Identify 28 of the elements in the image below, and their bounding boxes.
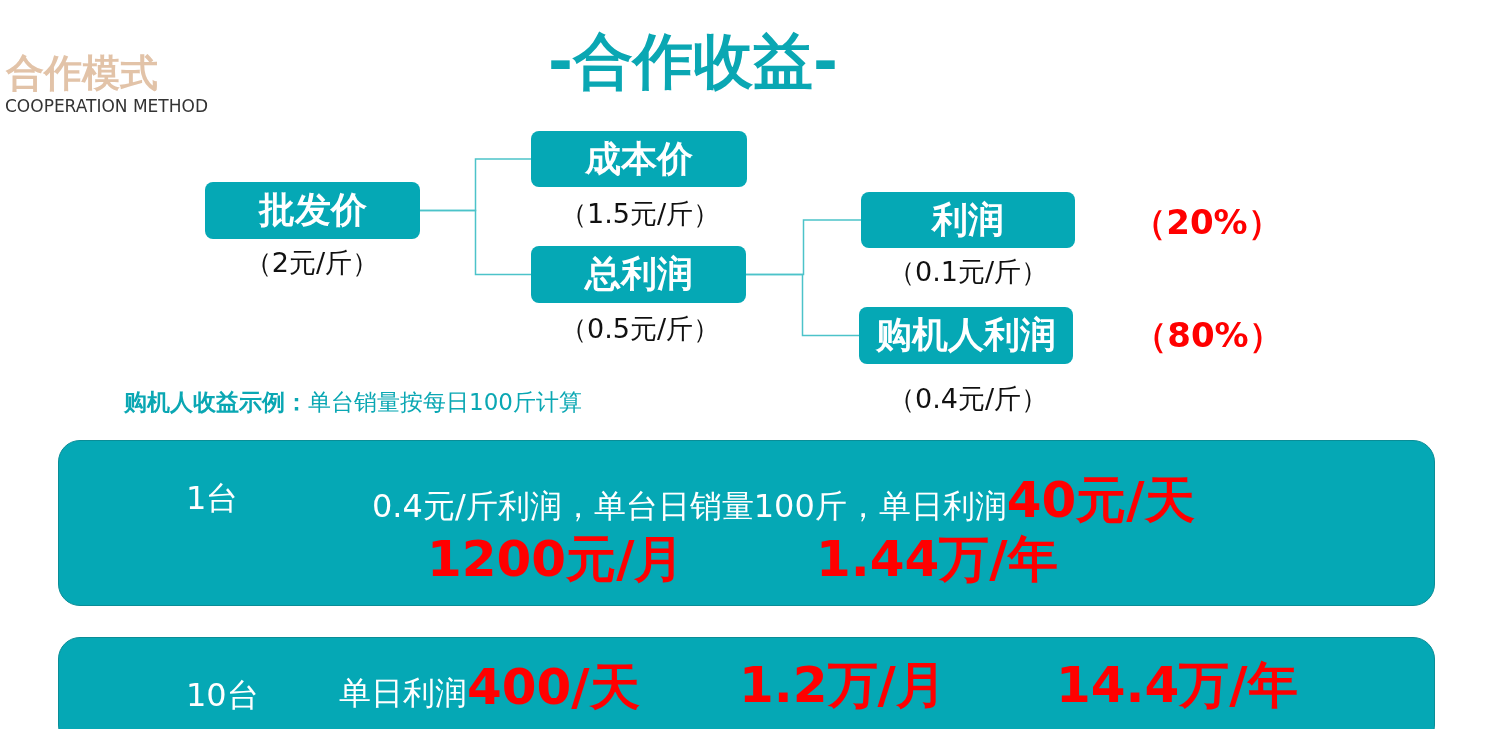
price-note: （1.5元/斤） xyxy=(560,197,720,231)
profit-figure: 1200元/月 xyxy=(427,529,685,590)
connector-line xyxy=(745,273,860,337)
price-note: （0.5元/斤） xyxy=(560,312,720,346)
band-text: 0.4元/斤利润，单台日销量100斤，单日利润40元/天 xyxy=(372,470,1195,531)
profit-figure: 14.4万/年 xyxy=(1056,655,1298,716)
label-box: 购机人利润 xyxy=(859,307,1073,364)
price-note: （0.1元/斤） xyxy=(888,255,1048,289)
profit-band xyxy=(58,440,1435,606)
profit-figure: 1.44万/年 xyxy=(816,529,1058,590)
label-box: 批发价 xyxy=(205,182,420,239)
band-text: 单日利润400/天 xyxy=(339,657,640,718)
heading: 合作模式 xyxy=(6,50,158,97)
price-note: （2元/斤） xyxy=(244,246,380,280)
percent-label: （80%） xyxy=(1133,314,1283,357)
band-text: 10台 xyxy=(186,675,259,716)
profit-band xyxy=(58,637,1435,729)
label-box: 总利润 xyxy=(531,246,746,303)
subheading: COOPERATION METHOD xyxy=(5,96,208,116)
band-text: 1台 xyxy=(186,478,239,519)
price-note: （0.4元/斤） xyxy=(888,382,1048,416)
label-box: 利润 xyxy=(861,192,1075,248)
title: -合作收益- xyxy=(548,25,838,98)
profit-figure: 1.2万/月 xyxy=(739,655,946,716)
percent-label: （20%） xyxy=(1132,201,1282,244)
connector-line xyxy=(419,209,532,276)
example-note: 购机人收益示例：单台销量按每日100斤计算 xyxy=(124,388,582,417)
label-box: 成本价 xyxy=(531,131,747,187)
